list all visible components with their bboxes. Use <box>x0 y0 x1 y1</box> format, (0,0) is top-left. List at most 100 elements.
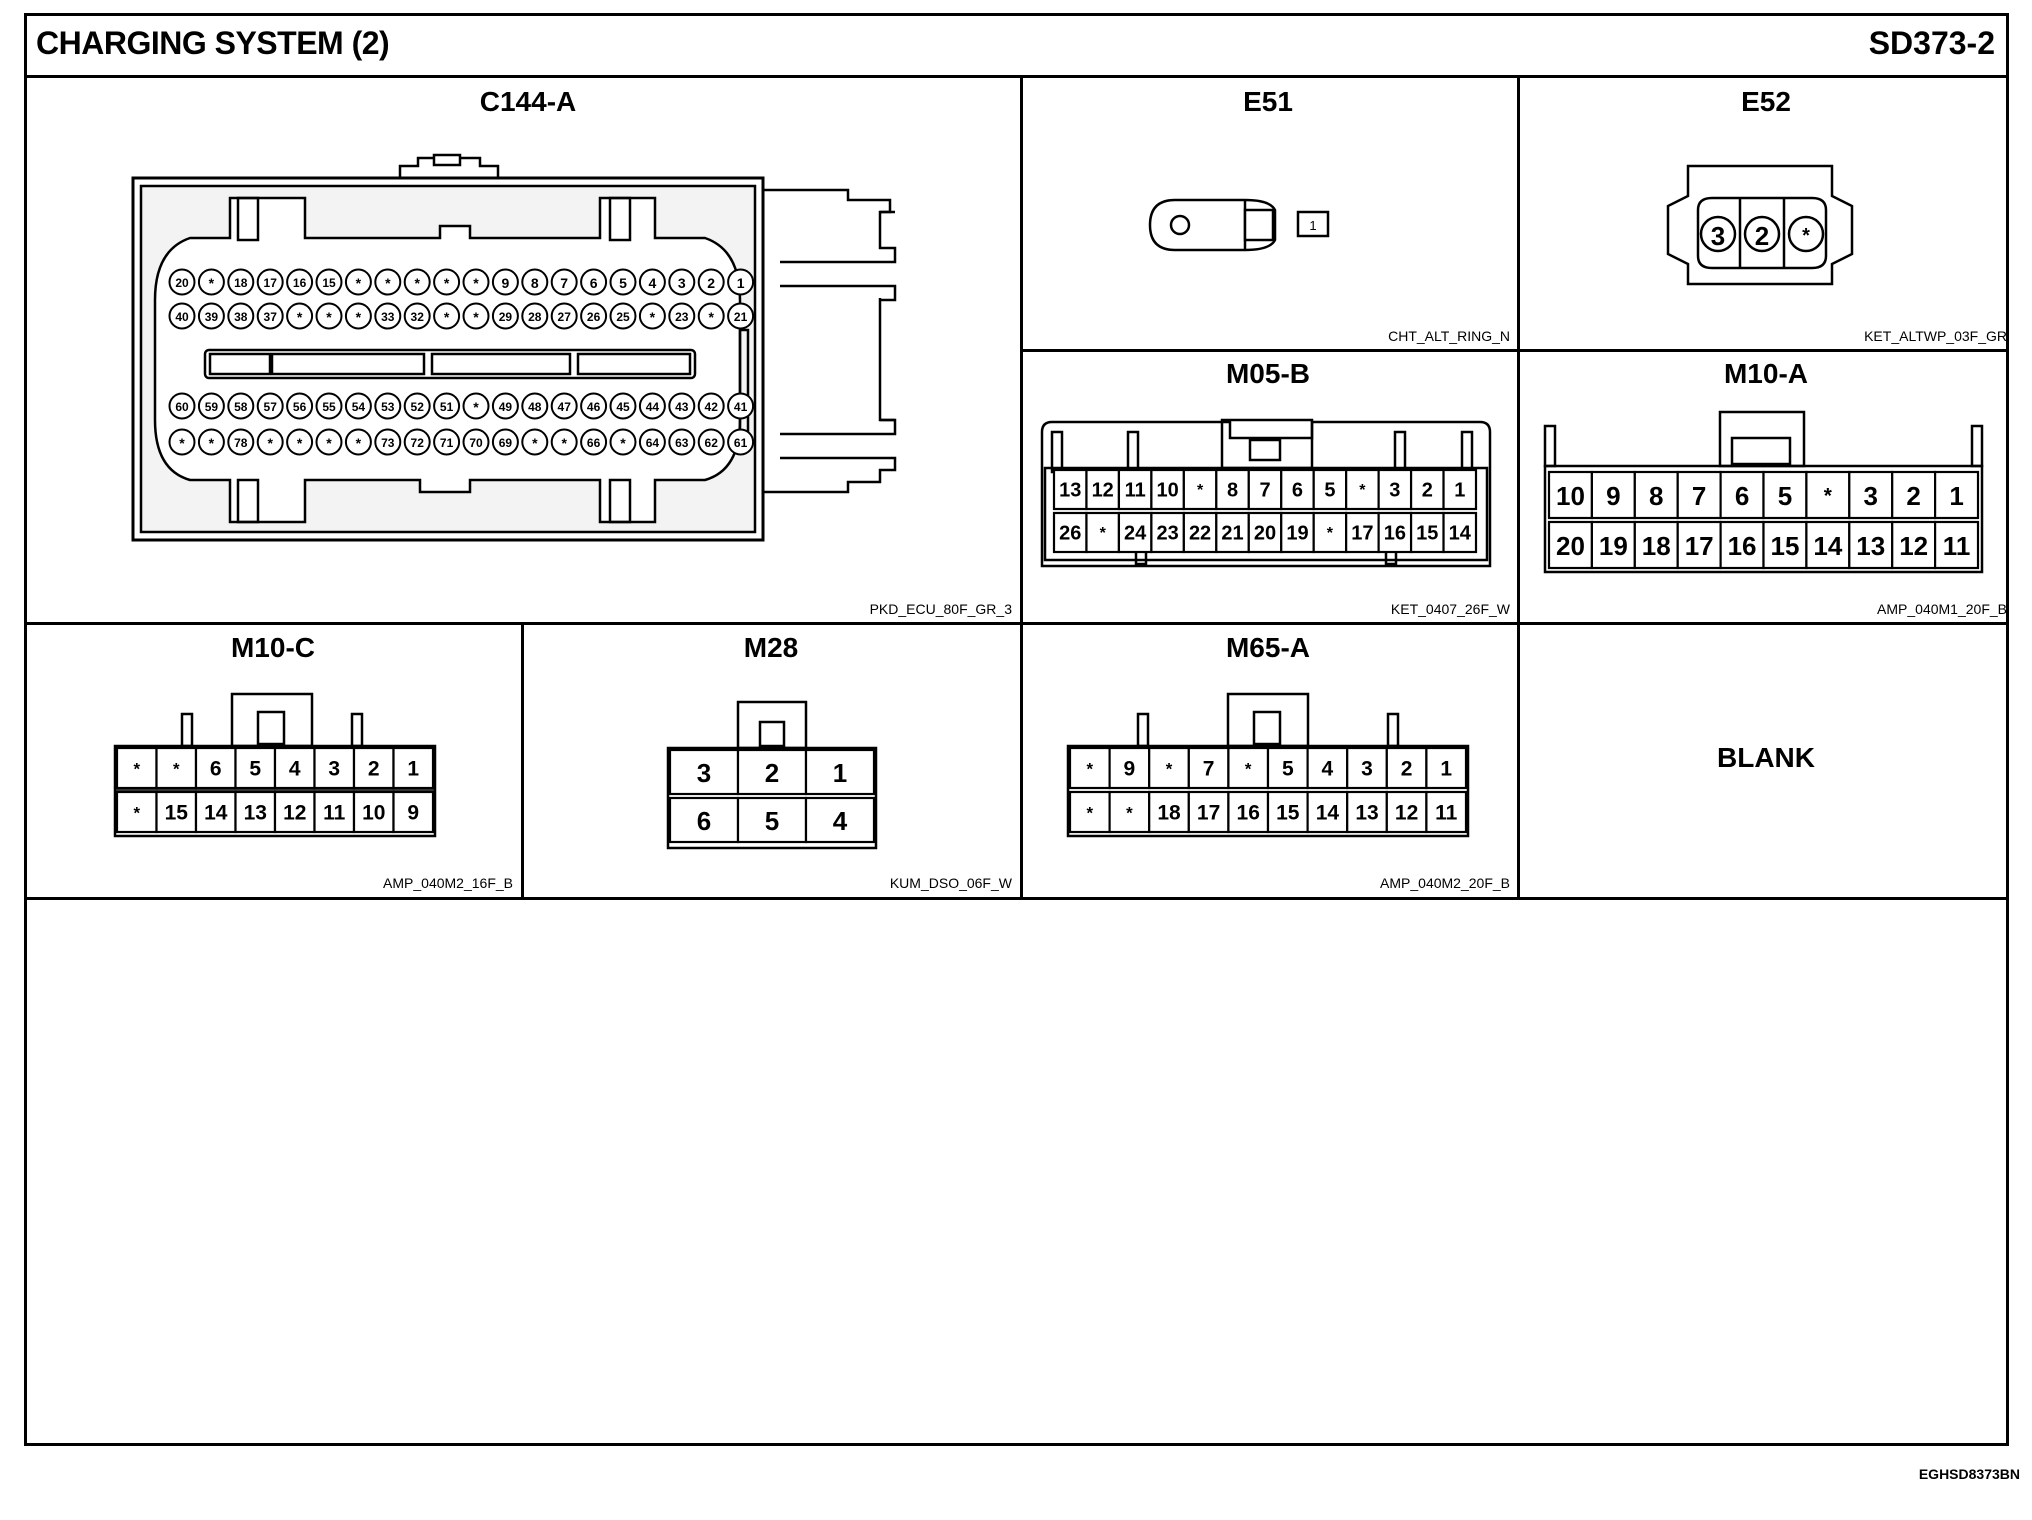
c144a-pin-label: 41 <box>734 400 748 414</box>
c144a-pin-label: * <box>209 275 215 291</box>
connector-title-m10c: M10-C <box>230 632 315 663</box>
m28-pin-label: 4 <box>833 806 848 836</box>
c144a-pin <box>168 268 196 296</box>
c144a-pin <box>403 302 431 330</box>
c144a-pin <box>521 302 549 330</box>
m05b-pin-label: 15 <box>1416 523 1438 545</box>
c144a-pin <box>609 268 637 296</box>
m10a-pin <box>1719 520 1765 570</box>
m10c-pin <box>115 746 158 790</box>
c144a-pin-label: 39 <box>205 310 219 324</box>
m10a-pin-label: 9 <box>1606 481 1620 511</box>
c144a-pin-label: 33 <box>381 310 395 324</box>
m05b-pin-label: 22 <box>1189 523 1211 545</box>
c144a-pin <box>227 268 255 296</box>
c144a-pin <box>168 428 196 456</box>
c144a-pin <box>550 268 578 296</box>
m10c-pin-label: 10 <box>362 802 385 825</box>
c144a-pin <box>344 392 372 420</box>
m05b-pin <box>1215 468 1250 511</box>
m28-pin-label: 5 <box>765 806 779 836</box>
c144a-pin <box>580 392 608 420</box>
connector-e51-body <box>1148 198 1330 252</box>
m05b-pin-label: 10 <box>1156 480 1178 502</box>
c144a-pin <box>227 428 255 456</box>
c144a-pin <box>638 302 666 330</box>
c144a-pin-label: 37 <box>264 310 278 324</box>
m10a-pin <box>1933 520 1980 570</box>
e52-pin-label: 2 <box>1755 221 1769 251</box>
m05b-pin <box>1182 511 1218 554</box>
c144a-pin-label: 63 <box>675 436 689 450</box>
m65a-pin <box>1068 790 1111 834</box>
c144a-pin <box>197 392 225 420</box>
c144a-pin-label: * <box>473 309 479 325</box>
page-title: CHARGING SYSTEM (2) <box>36 25 390 61</box>
c144a-pin <box>727 428 755 456</box>
c144a-pin <box>521 268 549 296</box>
m65a-pin <box>1068 746 1111 790</box>
c144a-pin-label: 38 <box>234 310 248 324</box>
c144a-pin-label: * <box>356 435 362 451</box>
m65a-pin-label: * <box>1087 760 1094 779</box>
c144a-pin <box>697 428 725 456</box>
c144a-pin-label: 70 <box>469 436 483 450</box>
m28-pin <box>804 748 876 796</box>
m10a-pin <box>1848 470 1894 520</box>
c144a-pin <box>344 428 372 456</box>
part-number-e52: KET_ALTWP_03F_GR <box>1864 328 2007 344</box>
m10c-pin-label: 13 <box>244 802 267 825</box>
m10a-pin-label: 2 <box>1906 481 1920 511</box>
m10c-pin-label: 15 <box>165 802 189 825</box>
c144a-pin-label: 32 <box>411 310 425 324</box>
connector-m28-body <box>666 700 878 850</box>
c144a-pin-label: 20 <box>175 276 189 290</box>
m10a-pin <box>1891 520 1937 570</box>
c144a-pin-label: 26 <box>587 310 601 324</box>
c144a-pin <box>433 428 461 456</box>
c144a-pin-label: 1 <box>737 275 745 291</box>
m10c-pin-label: * <box>133 804 140 823</box>
connector-title-m65a: M65-A <box>1225 632 1310 663</box>
page-header: CHARGING SYSTEM (2) SD373-2 <box>24 13 2009 78</box>
c144a-pin-label: * <box>414 275 420 291</box>
m10a-pin <box>1933 470 1980 520</box>
grid-line <box>24 897 2009 900</box>
m10c-pin-label: 1 <box>407 758 419 781</box>
m10a-pin <box>1633 520 1679 570</box>
m05b-pin-label: * <box>1359 482 1366 499</box>
c144a-pin-label: * <box>708 309 714 325</box>
m28-pin-label: 6 <box>697 806 711 836</box>
c144a-pin-label: 9 <box>502 275 510 291</box>
m10a-pin <box>1848 520 1894 570</box>
c144a-pin-label: 78 <box>234 436 248 450</box>
c144a-pin <box>286 302 314 330</box>
m10c-pin-label: 3 <box>328 758 340 781</box>
m65a-pin-label: * <box>1166 760 1173 779</box>
m28-pin <box>668 748 740 796</box>
m05b-pin-label: 5 <box>1324 480 1335 502</box>
c144a-pin <box>403 268 431 296</box>
c144a-pin <box>521 392 549 420</box>
blank-label: BLANK <box>1717 742 1815 773</box>
m05b-pin <box>1247 468 1283 511</box>
m65a-pin-label: * <box>1087 804 1094 823</box>
m05b-pin-label: 7 <box>1259 480 1270 502</box>
grid-line <box>24 622 2009 625</box>
c144a-pin <box>462 392 490 420</box>
c144a-pin-label: * <box>297 309 303 325</box>
m05b-pin <box>1215 511 1250 554</box>
grid-line <box>1022 349 2009 352</box>
c144a-pin-label: 43 <box>675 400 689 414</box>
c144a-pin-label: 29 <box>499 310 513 324</box>
m28-pin-label: 3 <box>697 758 711 788</box>
m10c-pin <box>352 746 395 790</box>
c144a-pin <box>256 268 284 296</box>
c144a-pin-label: 42 <box>705 400 719 414</box>
m05b-pin <box>1442 511 1478 554</box>
c144a-pin-label: * <box>385 275 391 291</box>
m65a-pin-label: * <box>1245 760 1252 779</box>
c144a-pin-label: 28 <box>528 310 542 324</box>
part-number-c144a: PKD_ECU_80F_GR_3 <box>869 601 1012 617</box>
c144a-pin-label: 5 <box>619 275 627 291</box>
